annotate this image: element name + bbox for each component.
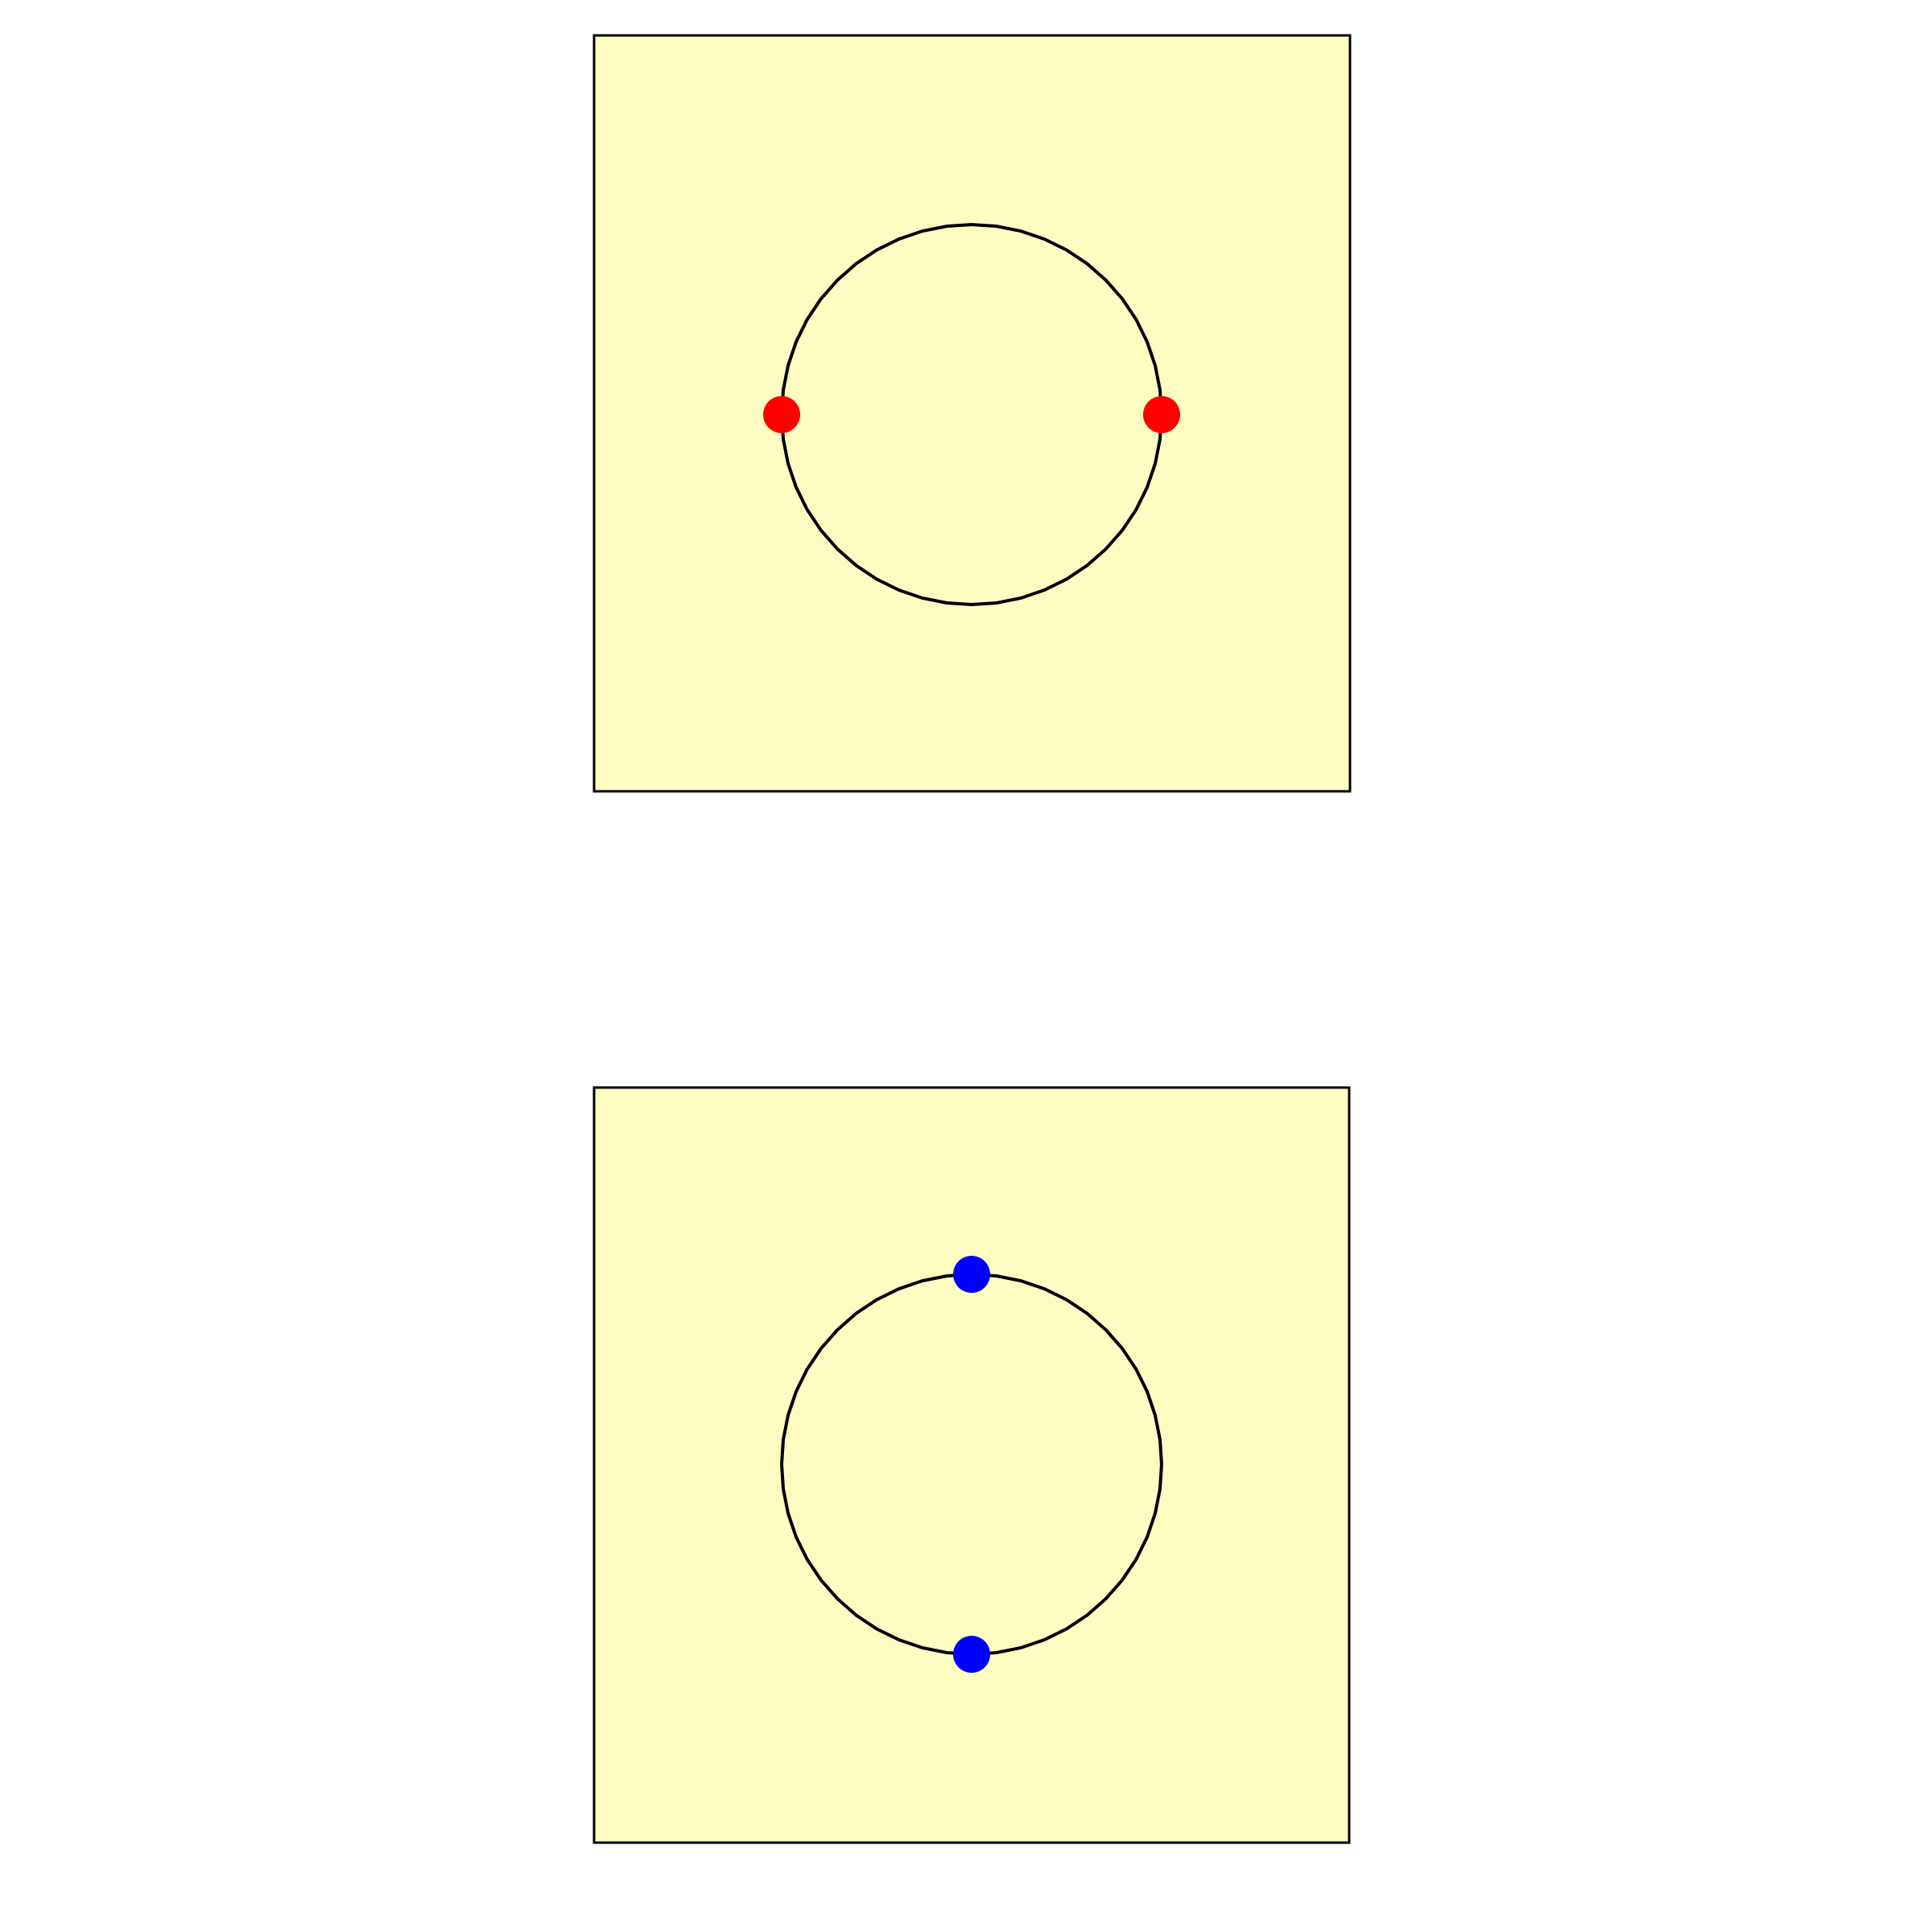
panel-top-frame xyxy=(592,34,1352,793)
panel-bottom-frame xyxy=(592,1086,1351,1844)
panel-bottom xyxy=(592,1086,1351,1844)
panel-top-point-right xyxy=(1143,396,1180,433)
panel-bottom-point-top xyxy=(953,1256,990,1293)
panel-top-point-left xyxy=(763,396,800,433)
panel-bottom-point-bottom xyxy=(953,1636,990,1673)
panel-top xyxy=(592,34,1352,793)
panel-bottom-circle xyxy=(779,1272,1164,1657)
